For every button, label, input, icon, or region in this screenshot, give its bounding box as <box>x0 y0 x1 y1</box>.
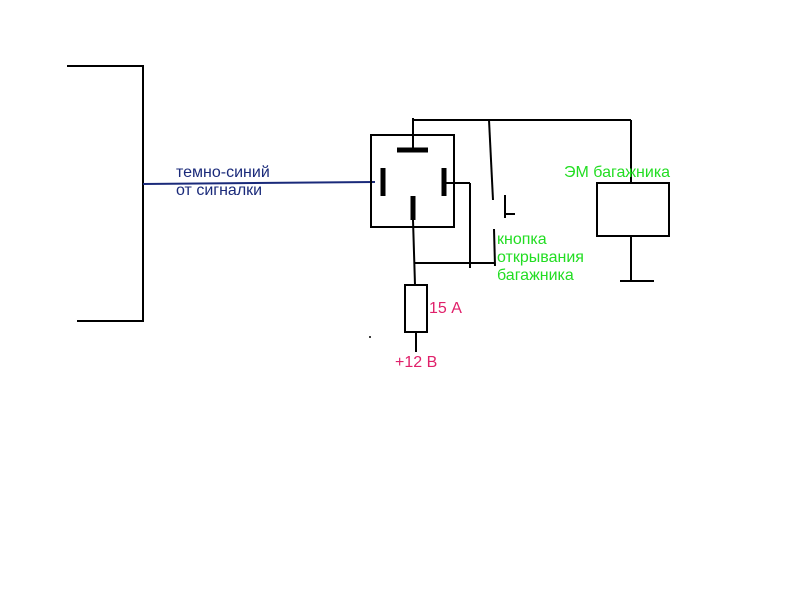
actuator-label: ЭМ багажника <box>564 164 671 181</box>
circuit-wires <box>412 118 632 352</box>
signal-wire-label: темно-синий от сигналки <box>176 164 270 200</box>
signal-wire-label-line1: темно-синий <box>176 164 270 181</box>
button-label-line2: открывания <box>497 249 584 266</box>
power-label: +12 В <box>395 354 438 371</box>
stray-dot <box>369 336 371 338</box>
button-label-line3: багажника <box>497 267 574 284</box>
button-label-line1: кнопка <box>497 231 547 248</box>
fuse-label: 15 А <box>429 300 462 317</box>
fuse <box>404 284 428 333</box>
signal-wire-label-line2: от сигналки <box>176 182 263 199</box>
signal-wire <box>142 181 376 185</box>
trunk-button-symbol <box>493 195 515 267</box>
alarm-unit-outline <box>67 65 144 322</box>
button-label: кнопка открывания багажника <box>497 231 584 285</box>
trunk-actuator-coil <box>596 182 670 237</box>
